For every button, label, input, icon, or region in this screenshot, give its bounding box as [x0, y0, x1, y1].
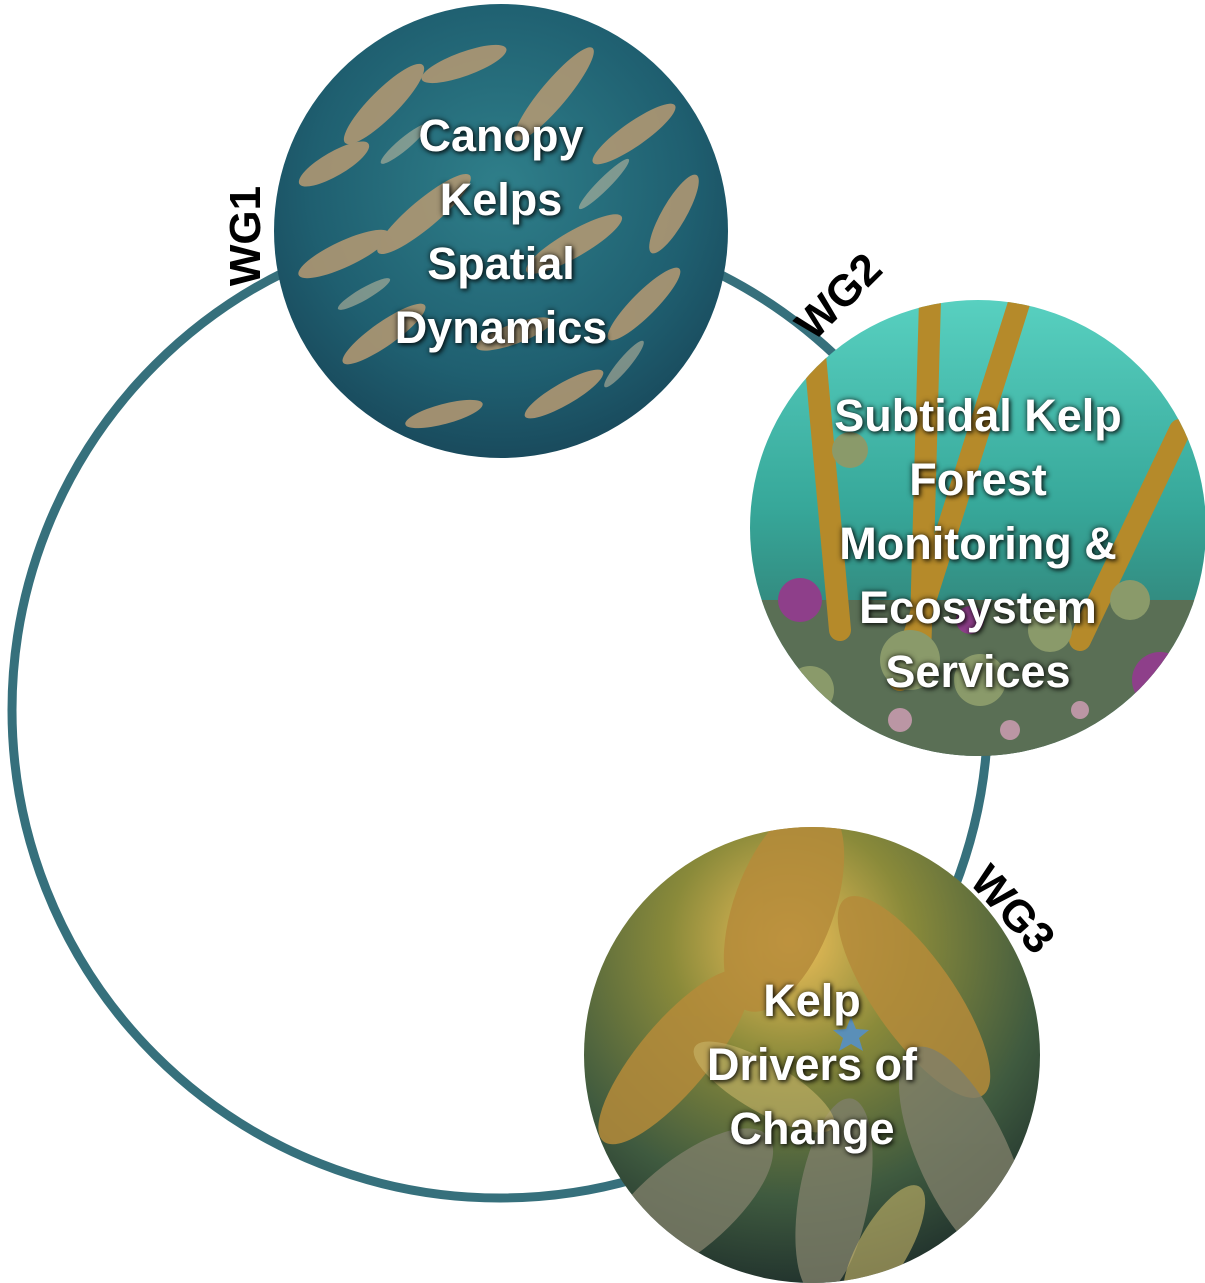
kelp-fronds-photo [584, 827, 1040, 1283]
wg3-title-line: Change [729, 1103, 895, 1154]
wg2-title-line: Monitoring & [839, 518, 1117, 569]
wg1-canopy-kelps-circle: Canopy Kelps Spatial Dynamics [274, 4, 728, 458]
wg1-title-line: Kelps [439, 174, 563, 225]
wg3-title-line: Drivers of [706, 1039, 918, 1090]
wg1-title: Canopy Kelps Spatial Dynamics [274, 104, 728, 360]
wg2-title-line: Forest [909, 454, 1047, 505]
wg1-title-line: Dynamics [394, 302, 608, 353]
wg1-title-line: Spatial [427, 238, 575, 289]
wg1-tag: WG1 [221, 185, 271, 287]
wg1-title-line: Canopy [418, 110, 584, 161]
wg2-title-line: Subtidal Kelp [834, 390, 1122, 441]
wg2-title: Subtidal Kelp Forest Monitoring & Ecosys… [750, 384, 1205, 704]
subtidal-kelp-forest-photo [750, 300, 1205, 756]
aerial-kelp-canopy-photo [274, 4, 728, 458]
wg2-title-line: Ecosystem [859, 582, 1097, 633]
wg3-title: Kelp Drivers of Change [584, 969, 1040, 1161]
wg3-drivers-of-change-circle: Kelp Drivers of Change [584, 827, 1040, 1283]
wg2-title-line: Services [885, 646, 1071, 697]
wg2-subtidal-kelp-circle: Subtidal Kelp Forest Monitoring & Ecosys… [750, 300, 1205, 756]
wg3-title-line: Kelp [763, 975, 861, 1026]
